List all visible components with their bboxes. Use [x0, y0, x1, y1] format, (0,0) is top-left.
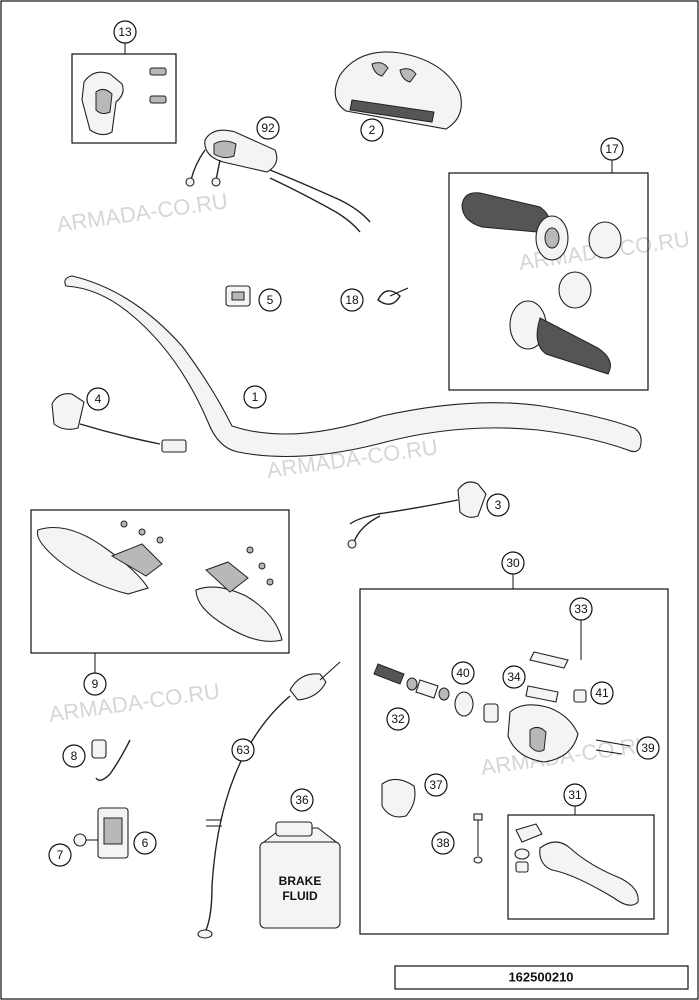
group-box-9 — [30, 509, 290, 654]
switch-part-3 — [347, 481, 487, 549]
cable-tie-part-18 — [377, 287, 409, 305]
svg-text:41: 41 — [595, 686, 609, 700]
callout-18[interactable]: 18 — [340, 288, 364, 312]
svg-text:34: 34 — [507, 670, 521, 684]
svg-text:63: 63 — [236, 743, 250, 757]
brake-fluid-label-line2: FLUID — [282, 889, 318, 903]
callout-7[interactable]: 7 — [48, 843, 72, 867]
brake-fluid-bottle-part — [259, 821, 341, 929]
callout-1[interactable]: 1 — [243, 385, 267, 409]
callout-30[interactable]: 30 — [501, 551, 525, 575]
callout-41[interactable]: 41 — [590, 681, 614, 705]
svg-text:40: 40 — [456, 666, 470, 680]
svg-text:2: 2 — [369, 123, 376, 137]
clamp-part-5 — [225, 285, 251, 307]
watermark-4: ARMADA-CO.RU — [47, 678, 221, 727]
callout-37[interactable]: 37 — [424, 773, 448, 797]
svg-text:39: 39 — [641, 741, 655, 755]
svg-text:32: 32 — [391, 712, 405, 726]
brake-line-part — [197, 661, 341, 939]
callout-31[interactable]: 31 — [563, 783, 587, 807]
svg-text:3: 3 — [495, 498, 502, 512]
callout-63[interactable]: 63 — [231, 738, 255, 762]
grips-part — [461, 192, 622, 375]
svg-text:31: 31 — [568, 788, 582, 802]
svg-text:92: 92 — [261, 121, 275, 135]
svg-text:30: 30 — [506, 556, 520, 570]
callout-13[interactable]: 13 — [113, 20, 137, 44]
svg-text:33: 33 — [574, 602, 588, 616]
handlebar-pad-part — [334, 51, 462, 130]
brake-lever-part — [514, 823, 639, 906]
sensor-part-8 — [91, 739, 131, 781]
group-box-30 — [359, 588, 669, 935]
document-number: 162500210 — [508, 970, 573, 985]
master-cylinder-part — [373, 651, 631, 763]
callout-34[interactable]: 34 — [502, 665, 526, 689]
group-box-17 — [448, 172, 649, 391]
callout-5[interactable]: 5 — [258, 288, 282, 312]
callout-38[interactable]: 38 — [431, 831, 455, 855]
throttle-housing-part — [81, 67, 167, 136]
callout-6[interactable]: 6 — [133, 831, 157, 855]
switch-part-6 — [97, 807, 129, 859]
watermark-1: ARMADA-CO.RU — [55, 188, 229, 237]
group-box-31 — [507, 814, 655, 920]
brake-fluid-label-line1: BRAKE — [279, 874, 322, 888]
callout-4[interactable]: 4 — [86, 387, 110, 411]
svg-text:38: 38 — [436, 836, 450, 850]
callout-33[interactable]: 33 — [569, 597, 593, 621]
svg-text:13: 13 — [118, 25, 132, 39]
svg-text:1: 1 — [252, 390, 259, 404]
svg-text:6: 6 — [142, 836, 149, 850]
svg-text:4: 4 — [95, 392, 102, 406]
svg-text:9: 9 — [92, 677, 99, 691]
callout-32[interactable]: 32 — [386, 707, 410, 731]
callout-40[interactable]: 40 — [451, 661, 475, 685]
callout-17[interactable]: 17 — [600, 137, 624, 161]
callout-3[interactable]: 3 — [486, 493, 510, 517]
svg-text:18: 18 — [345, 293, 359, 307]
callout-2[interactable]: 2 — [360, 118, 384, 142]
callout-92[interactable]: 92 — [256, 116, 280, 140]
svg-text:5: 5 — [267, 293, 274, 307]
callout-9[interactable]: 9 — [83, 672, 107, 696]
handlebar-part — [64, 275, 642, 457]
callout-36[interactable]: 36 — [290, 788, 314, 812]
handguards-part — [36, 520, 283, 642]
callout-8[interactable]: 8 — [62, 744, 86, 768]
svg-text:36: 36 — [295, 793, 309, 807]
bolt-part-38 — [473, 813, 483, 864]
group-box-13 — [71, 53, 177, 144]
svg-text:37: 37 — [429, 778, 443, 792]
document-number-box — [394, 965, 689, 990]
throttle-grip-cables-part — [185, 129, 371, 233]
svg-text:8: 8 — [71, 749, 78, 763]
callout-39[interactable]: 39 — [636, 736, 660, 760]
switch-part-4 — [51, 393, 187, 453]
reservoir-cap-part-37 — [381, 778, 416, 818]
screw-part-7 — [73, 833, 98, 847]
svg-text:17: 17 — [605, 142, 619, 156]
svg-text:7: 7 — [57, 848, 64, 862]
